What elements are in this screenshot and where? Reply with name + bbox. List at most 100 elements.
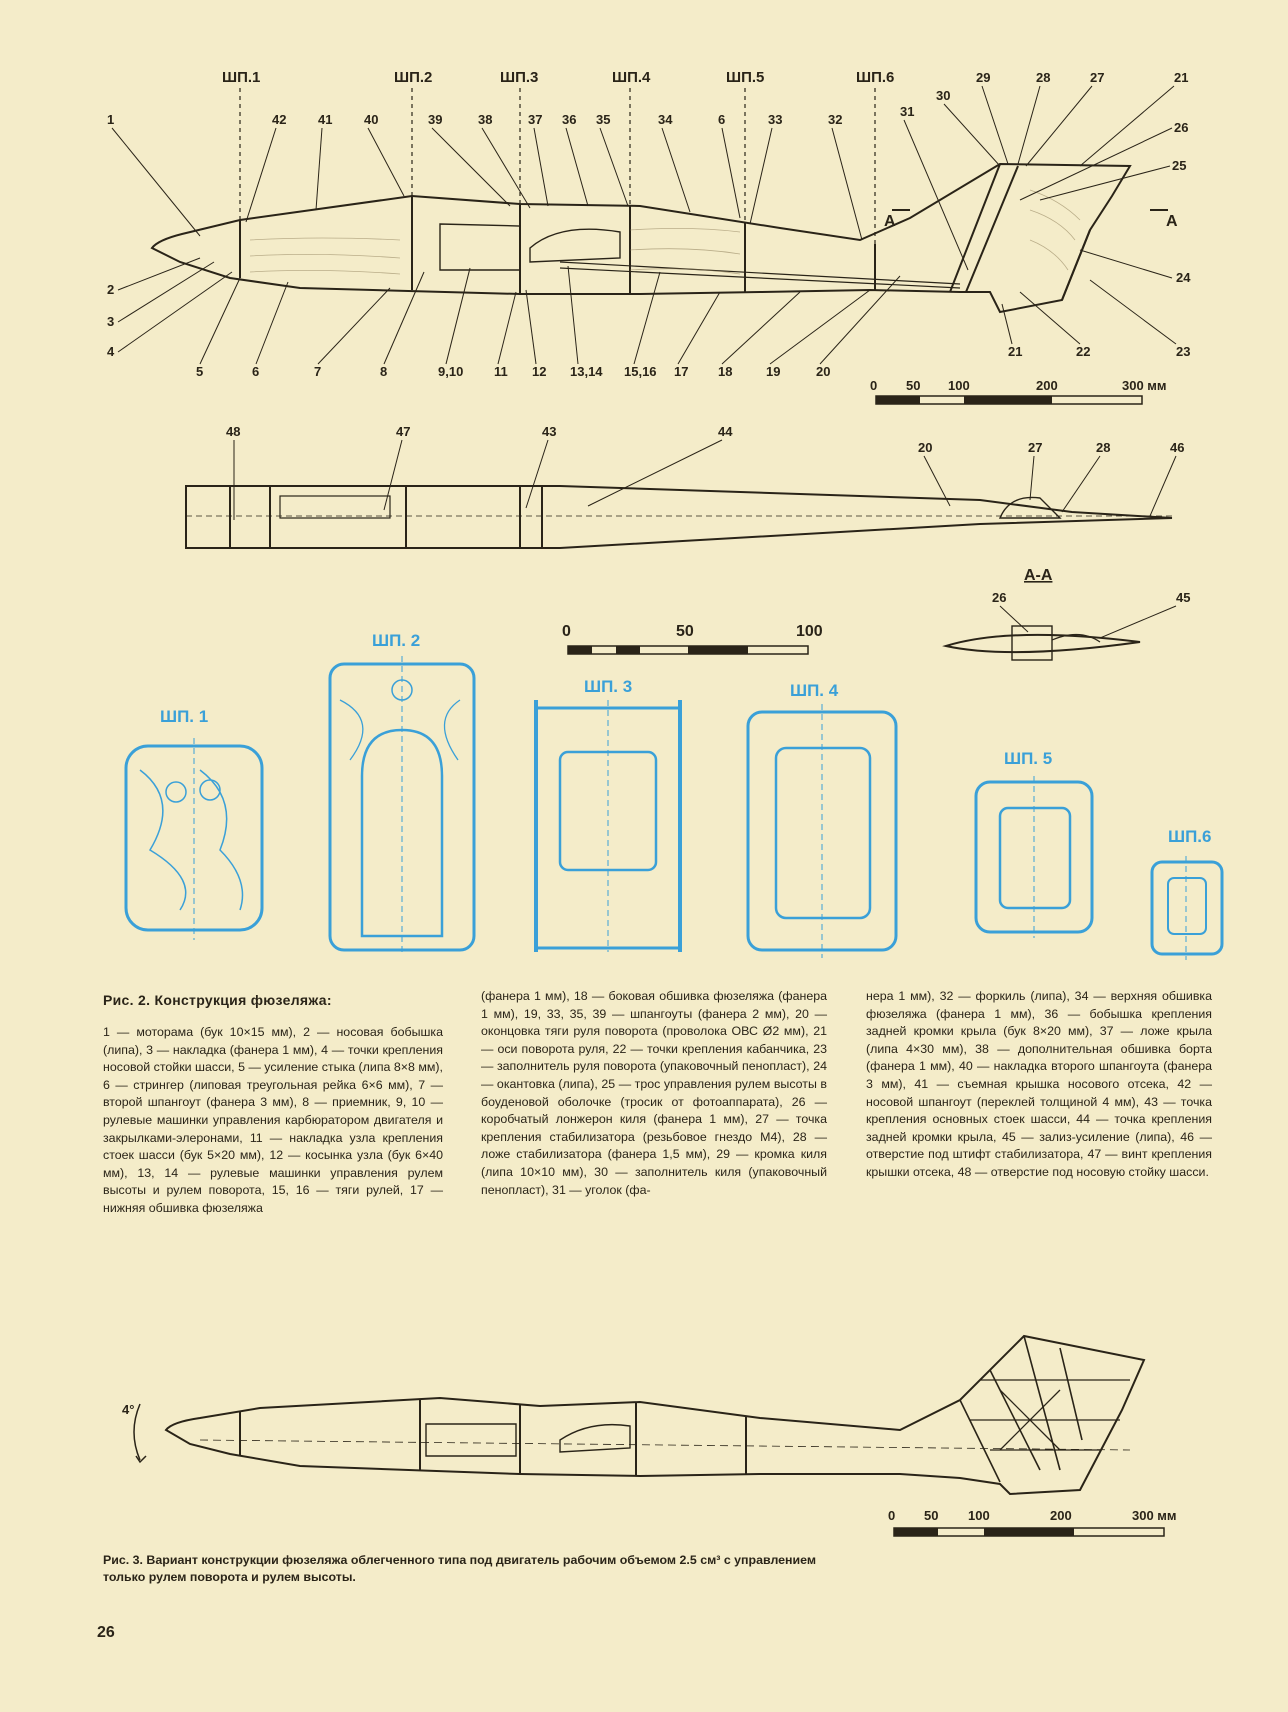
part-number: 19 bbox=[766, 364, 780, 379]
part-number: 6 bbox=[718, 112, 725, 127]
bulkhead-title-6: ШП.6 bbox=[1168, 827, 1211, 846]
part-number: 6 bbox=[252, 364, 259, 379]
scale-tick: 50 bbox=[906, 378, 920, 393]
scale-tick: 0 bbox=[562, 623, 571, 640]
legend-column-1: 1 — моторама (бук 10×15 мм), 2 — носовая… bbox=[103, 1025, 443, 1215]
bulkhead-title-4: ШП. 4 bbox=[790, 681, 839, 700]
scale-tick: 50 bbox=[676, 623, 694, 640]
part-number: 2 bbox=[107, 282, 114, 297]
scale-bar-large: 0 50 100 200 300 мм bbox=[870, 378, 1167, 405]
fuselage-plan-view bbox=[185, 485, 1173, 549]
scale-tick: 200 bbox=[1036, 378, 1058, 393]
part-number: 12 bbox=[532, 364, 546, 379]
part-number: 40 bbox=[364, 112, 378, 127]
part-number: 21 bbox=[1174, 70, 1188, 85]
figure-3-caption: Рис. 3. Вариант конструкции фюзеляжа обл… bbox=[103, 1553, 817, 1584]
part-number: 5 bbox=[196, 364, 203, 379]
part-number: 41 bbox=[318, 112, 332, 127]
bulkhead-drawings bbox=[124, 656, 1224, 960]
leader-lines bbox=[233, 439, 1177, 520]
part-number: 42 bbox=[272, 112, 286, 127]
part-number: 27 bbox=[1028, 440, 1042, 455]
scale-tick: 200 bbox=[1050, 1508, 1072, 1523]
plan-labels: 48 47 43 44 20 27 28 46 bbox=[226, 424, 1184, 455]
part-number: 7 bbox=[314, 364, 321, 379]
part-number: 24 bbox=[1176, 270, 1191, 285]
scale-bar-small: 0 50 100 bbox=[562, 623, 823, 655]
frame-label-1: ШП.1 bbox=[222, 69, 260, 86]
part-number: 4 bbox=[107, 344, 115, 359]
part-numbers-bottom: 2 3 4 5 6 7 8 9,10 11 12 13,14 15,16 17 … bbox=[107, 282, 1190, 379]
part-number: 28 bbox=[1096, 440, 1110, 455]
part-number: 27 bbox=[1090, 70, 1104, 85]
section-title: А-А bbox=[1024, 567, 1053, 584]
part-number: 8 bbox=[380, 364, 387, 379]
bulkhead-title-1: ШП. 1 bbox=[160, 707, 208, 726]
fig3-propeller-angle bbox=[133, 1403, 147, 1464]
part-number: 48 bbox=[226, 424, 240, 439]
caption-title: Конструкция фюзеляжа: bbox=[154, 992, 332, 1008]
scale-tick: 0 bbox=[870, 378, 877, 393]
part-number: 1 bbox=[107, 112, 114, 127]
part-number: 31 bbox=[900, 104, 914, 119]
part-number: 44 bbox=[718, 424, 733, 439]
section-marker-right: А bbox=[1166, 213, 1178, 230]
frame-label-3: ШП.3 bbox=[500, 69, 538, 86]
section-label: 26 bbox=[992, 590, 1006, 605]
part-number: 9,10 bbox=[438, 364, 463, 379]
fig3-scale-bar: 0 50 100 200 300 мм bbox=[888, 1508, 1177, 1537]
part-number: 37 bbox=[528, 112, 542, 127]
part-number: 18 bbox=[718, 364, 732, 379]
section-label: 45 bbox=[1176, 590, 1190, 605]
part-number: 29 bbox=[976, 70, 990, 85]
leader-lines bbox=[117, 257, 1177, 365]
section-a-a-drawing bbox=[942, 625, 1141, 661]
part-number: 26 bbox=[1174, 120, 1188, 135]
page-number: 26 bbox=[97, 1624, 115, 1641]
legend-column-2: (фанера 1 мм), 18 — боковая обшивка фюзе… bbox=[481, 989, 827, 1197]
part-number: 20 bbox=[918, 440, 932, 455]
scale-tick: 300 мм bbox=[1122, 378, 1167, 393]
scale-tick: 0 bbox=[888, 1508, 895, 1523]
part-number: 11 bbox=[494, 364, 508, 379]
scale-tick: 100 bbox=[968, 1508, 990, 1523]
part-number: 23 bbox=[1176, 344, 1190, 359]
part-number: 46 bbox=[1170, 440, 1184, 455]
part-number: 3 bbox=[107, 314, 114, 329]
part-number: 15,16 bbox=[624, 364, 657, 379]
fig3-angle-label: 4° bbox=[122, 1402, 134, 1417]
part-number: 43 bbox=[542, 424, 556, 439]
frame-label-6: ШП.6 bbox=[856, 69, 894, 86]
bulkhead-title-3: ШП. 3 bbox=[584, 677, 632, 696]
bulkhead-title-2: ШП. 2 bbox=[372, 631, 420, 650]
scale-tick: 100 bbox=[796, 623, 823, 640]
part-number: 25 bbox=[1172, 158, 1186, 173]
part-number: 17 bbox=[674, 364, 688, 379]
scale-tick: 100 bbox=[948, 378, 970, 393]
part-number: 35 bbox=[596, 112, 610, 127]
scale-tick: 300 мм bbox=[1132, 1508, 1177, 1523]
part-number: 22 bbox=[1076, 344, 1090, 359]
part-number: 13,14 bbox=[570, 364, 603, 379]
frame-label-4: ШП.4 bbox=[612, 69, 651, 86]
scale-tick: 50 bbox=[924, 1508, 938, 1523]
caption-prefix: Рис. 2. bbox=[103, 992, 151, 1008]
bulkhead-titles: ШП. 1 ШП. 2 ШП. 3 ШП. 4 ШП. 5 ШП.6 bbox=[160, 631, 1211, 846]
part-number: 32 bbox=[828, 112, 842, 127]
fig3-fuselage bbox=[164, 1334, 1146, 1496]
frame-dashed-lines bbox=[239, 88, 876, 244]
part-number: 34 bbox=[658, 112, 673, 127]
part-number: 33 bbox=[768, 112, 782, 127]
part-number: 47 bbox=[396, 424, 410, 439]
section-marker-left: А bbox=[884, 213, 896, 230]
part-number: 21 bbox=[1008, 344, 1022, 359]
part-number: 28 bbox=[1036, 70, 1050, 85]
figure-2-caption-title: Рис. 2. Конструкция фюзеляжа: bbox=[103, 992, 332, 1008]
part-number: 20 bbox=[816, 364, 830, 379]
frame-label-2: ШП.2 bbox=[394, 69, 432, 86]
bulkhead-title-5: ШП. 5 bbox=[1004, 749, 1052, 768]
part-number: 36 bbox=[562, 112, 576, 127]
legend-column-3: нера 1 мм), 32 — форкиль (липа), 34 — ве… bbox=[866, 989, 1212, 1179]
frame-label-5: ШП.5 bbox=[726, 69, 764, 86]
